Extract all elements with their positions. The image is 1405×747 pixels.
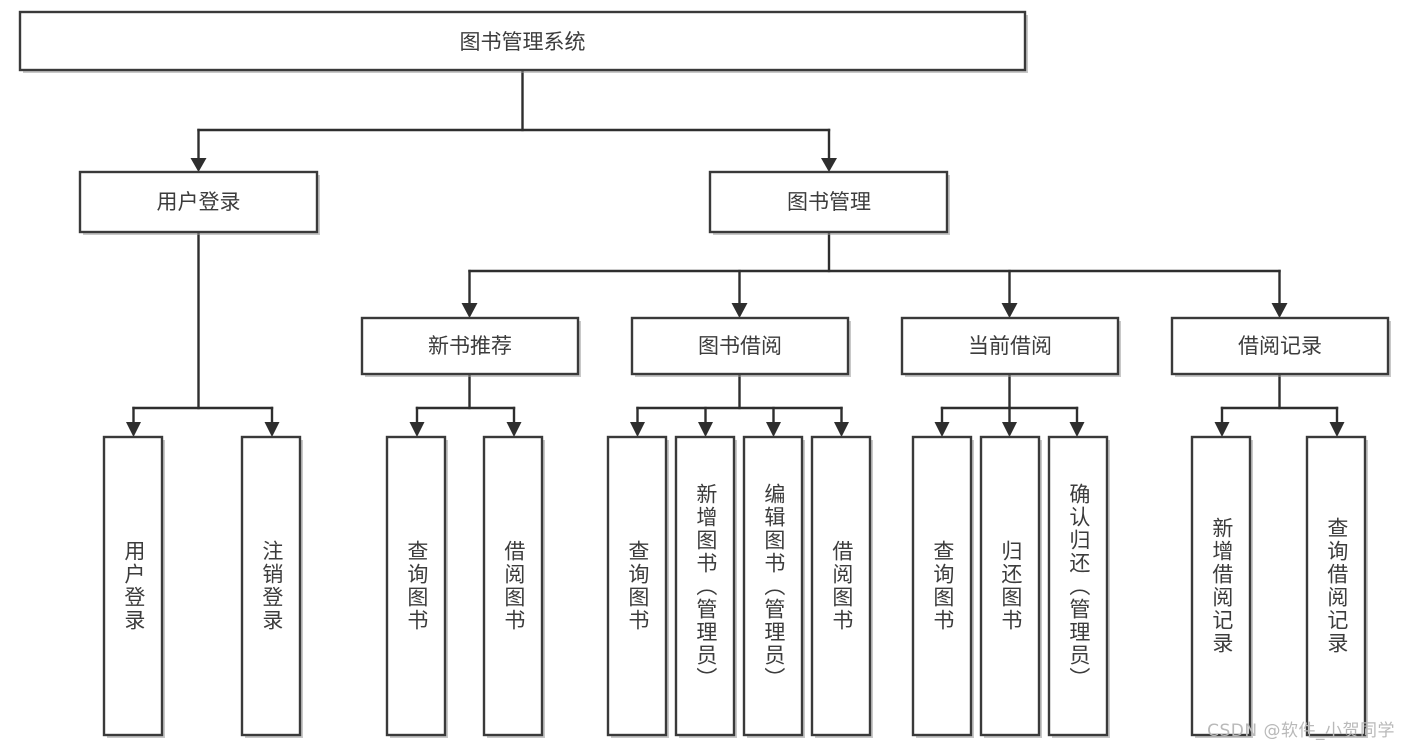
leaf-borrow-book-2-box[interactable] [810, 435, 872, 737]
arrow-new-book-recommend-leaf-2 [506, 422, 522, 437]
arrow-root-to-book-management [821, 158, 837, 172]
root-box[interactable] [18, 10, 1027, 72]
root-label: 图书管理系统 [460, 30, 586, 54]
book-management-box[interactable] [708, 170, 949, 234]
user-login-box[interactable] [78, 170, 319, 234]
leaf-query-book-3-box[interactable] [911, 435, 973, 737]
arrow-to-current-borrow [1001, 303, 1018, 318]
leaf-add-book-box[interactable] [674, 435, 736, 737]
arrow-book-borrow-leaf-2 [698, 422, 713, 437]
leaf-query-book-1-box[interactable] [385, 435, 447, 737]
arrow-current-borrow-leaf-2 [1002, 422, 1017, 437]
new-book-recommend-label: 新书推荐 [428, 334, 512, 358]
leaf-logout-login-box[interactable] [240, 435, 302, 737]
leaf-query-record-box[interactable] [1305, 435, 1367, 737]
connector-layer [126, 68, 1345, 437]
node-book-borrow[interactable]: 图书借阅 [630, 316, 851, 377]
leaf-boxes [102, 435, 1368, 738]
arrow-current-borrow-leaf-3 [1069, 422, 1085, 437]
leaf-edit-book-box[interactable] [742, 435, 804, 737]
leaf-return-book-box[interactable] [979, 435, 1041, 737]
leaf-borrow-book-1-box[interactable] [482, 435, 544, 737]
node-current-borrow[interactable]: 当前借阅 [900, 316, 1121, 377]
arrow-book-borrow-leaf-1 [630, 422, 645, 437]
borrow-record-label: 借阅记录 [1238, 334, 1322, 358]
node-book-management[interactable]: 图书管理 [708, 170, 950, 235]
book-borrow-box[interactable] [630, 316, 850, 376]
user-login-label: 用户登录 [157, 190, 241, 214]
arrow-root-to-user-login [190, 158, 207, 172]
book-management-label: 图书管理 [787, 190, 871, 214]
borrow-record-box[interactable] [1170, 316, 1390, 376]
leaf-user-login-box[interactable] [102, 435, 164, 737]
arrow-current-borrow-leaf-1 [934, 422, 950, 437]
leaf-query-book-2-box[interactable] [606, 435, 668, 737]
node-new-book-recommend[interactable]: 新书推荐 [360, 316, 581, 377]
arrow-to-book-borrow [731, 303, 748, 318]
arrow-to-new-book-recommend [461, 303, 478, 318]
arrow-user-login-leaf-1 [126, 422, 141, 437]
current-borrow-label: 当前借阅 [968, 334, 1052, 358]
node-root[interactable]: 图书管理系统 [18, 10, 1028, 73]
leaf-confirm-return-box[interactable] [1047, 435, 1109, 737]
arrow-to-borrow-record [1271, 303, 1288, 318]
arrow-borrow-record-leaf-2 [1329, 422, 1345, 437]
arrow-book-borrow-leaf-3 [766, 422, 781, 437]
csdn-watermark: CSDN @软件_小贺同学 [1207, 721, 1395, 741]
arrow-user-login-leaf-2 [264, 422, 280, 437]
book-borrow-label: 图书借阅 [698, 334, 782, 358]
node-user-login[interactable]: 用户登录 [78, 170, 320, 235]
leaf-add-record-box[interactable] [1190, 435, 1252, 737]
arrow-borrow-record-leaf-1 [1214, 422, 1230, 437]
arrow-new-book-recommend-leaf-1 [409, 422, 425, 437]
node-borrow-record[interactable]: 借阅记录 [1170, 316, 1391, 377]
arrow-book-borrow-leaf-4 [834, 422, 849, 437]
new-book-recommend-box[interactable] [360, 316, 580, 376]
current-borrow-box[interactable] [900, 316, 1120, 376]
